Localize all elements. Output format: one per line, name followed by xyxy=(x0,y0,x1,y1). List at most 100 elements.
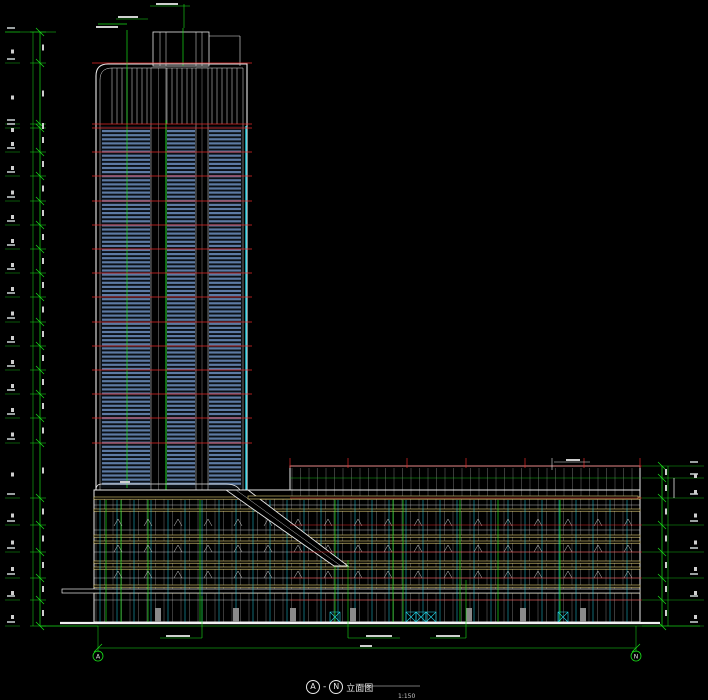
right-level-value-mark xyxy=(694,490,697,494)
tower-glazing-strip xyxy=(102,343,150,346)
podium-arch-motif xyxy=(413,544,423,553)
tower-glazing-strip xyxy=(102,248,150,252)
tower-glazing-strip xyxy=(167,314,195,317)
left-level-mark xyxy=(7,244,15,246)
tower-glazing-strip xyxy=(167,453,195,457)
tower-glazing-strip xyxy=(102,306,150,309)
tower-glazing-strip xyxy=(167,310,195,313)
left-dim-value-mark xyxy=(42,610,44,616)
tower-glazing-strip xyxy=(102,240,150,243)
right-level-mark xyxy=(690,573,698,575)
tower-glazing-strip xyxy=(167,433,195,436)
drawing-caption: A - N 立面图 xyxy=(306,679,373,695)
tower-glazing-strip xyxy=(209,400,241,403)
tower-glazing-strip xyxy=(209,429,241,432)
caption-title: 立面图 xyxy=(346,683,374,694)
left-dim-value-mark xyxy=(42,562,44,568)
tower-glazing-strip xyxy=(167,212,195,215)
tower-glazing-strip xyxy=(209,216,241,219)
left-level-value-mark xyxy=(11,540,14,545)
right-dim-value-mark xyxy=(665,586,667,592)
tower-glazing-strip xyxy=(167,146,195,149)
podium-slab-edge xyxy=(93,584,641,588)
left-level-mark xyxy=(7,547,15,549)
right-dim-value-mark xyxy=(665,610,667,616)
left-level-mark xyxy=(7,438,15,440)
left-dim-value-mark xyxy=(42,234,44,240)
left-level-value-mark xyxy=(11,408,14,412)
tower-glazing-strip xyxy=(167,261,195,264)
tower-glazing-strip xyxy=(102,462,150,465)
tower-outline xyxy=(95,63,248,490)
tower-glazing-strip xyxy=(167,343,195,346)
tower-glazing-strip xyxy=(209,257,241,260)
left-level-mark xyxy=(7,292,15,294)
podium-arch-motif xyxy=(473,570,483,579)
tower-glazing-strip xyxy=(209,371,241,375)
left-level-mark xyxy=(7,268,15,270)
tower-glazing-strip xyxy=(167,142,195,145)
right-level-mark xyxy=(690,547,698,549)
tower-glazing-strip xyxy=(102,351,150,354)
left-level-value-mark xyxy=(11,472,14,477)
tower-glazing-strip xyxy=(167,470,195,473)
left-level-value-mark xyxy=(11,432,14,437)
podium-arch-motif xyxy=(503,518,513,527)
tower-glazing-strip xyxy=(102,294,150,297)
podium-entrance-door xyxy=(329,611,341,623)
podium-arch-motif xyxy=(533,544,543,553)
tower-glazing-strip xyxy=(167,388,195,391)
left-level-mark xyxy=(7,520,15,522)
tower-glazing-strip xyxy=(167,236,195,239)
right-level-value-mark xyxy=(694,567,697,571)
diagonal-bridge-inner xyxy=(235,489,342,567)
podium-slab-edge xyxy=(93,508,641,512)
leader-tower-text-mark xyxy=(96,26,118,28)
tower-glazing-strip xyxy=(209,166,241,170)
podium-arch-motif xyxy=(443,570,453,579)
tower-glazing-strip xyxy=(102,257,150,260)
tower-glazing-strip xyxy=(209,355,241,358)
podium-arch-motif xyxy=(443,518,453,527)
tower-glazing-strip xyxy=(167,130,195,133)
tower-glazing-strip xyxy=(209,183,241,186)
tower-glazing-strip xyxy=(167,228,195,231)
tower-glazing-strip xyxy=(209,376,241,379)
tower-glazing-strip xyxy=(102,166,150,170)
podium-arch-motif xyxy=(413,570,423,579)
tower-glazing-strip xyxy=(209,261,241,264)
tower-glazing-strip xyxy=(209,212,241,215)
tower-glazing-strip xyxy=(209,158,241,161)
tower-glazing-strip xyxy=(102,183,150,186)
tower-glazing-strip xyxy=(209,421,241,424)
tower-glazing-strip xyxy=(167,179,195,182)
podium-arch-motif xyxy=(113,518,123,527)
left-dim-value-mark xyxy=(42,535,44,542)
tower-glazing-strip xyxy=(102,236,150,239)
tower-glazing-strip xyxy=(167,232,195,235)
tower-glazing-strip xyxy=(209,380,241,383)
podium-arch-motif xyxy=(563,544,573,553)
left-dim-value-mark xyxy=(42,331,44,337)
tower-glazing-strip xyxy=(209,318,241,321)
tower-glazing-strip xyxy=(167,191,195,194)
podium-pier xyxy=(350,608,356,622)
tower-glazing-strip xyxy=(102,142,150,145)
tower-glazing-strip xyxy=(209,244,241,247)
tower-glazing-strip xyxy=(102,363,150,366)
leader-crown-text-mark xyxy=(118,16,138,18)
podium-arch-motif xyxy=(623,570,633,579)
tower-glazing-strip xyxy=(167,462,195,465)
podium-roof-slab xyxy=(247,495,639,500)
podium-arch-motif xyxy=(233,544,243,553)
tower-glazing-strip xyxy=(209,470,241,473)
tower-glazing-strip xyxy=(102,326,150,329)
axis-bubble-left xyxy=(92,650,104,662)
tower-glazing-strip xyxy=(167,244,195,247)
tower-glazing-strip xyxy=(102,130,150,133)
podium-arch-motif xyxy=(113,570,123,579)
tower-glazing-strip xyxy=(102,408,150,411)
podium-arch-motif xyxy=(383,518,393,527)
podium-arch-motif xyxy=(143,544,153,553)
podium-pier xyxy=(520,608,526,622)
